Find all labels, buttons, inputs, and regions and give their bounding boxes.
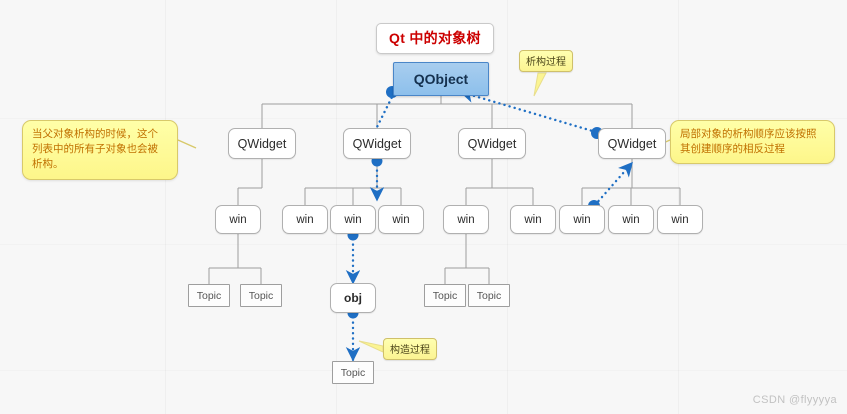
node-win-7[interactable]: win: [559, 205, 605, 234]
node-topic-5[interactable]: Topic: [332, 361, 374, 384]
node-qobject[interactable]: QObject: [393, 62, 489, 96]
page-title: Qt 中的对象树: [376, 23, 494, 54]
node-topic-3[interactable]: Topic: [424, 284, 466, 307]
node-win-5[interactable]: win: [443, 205, 489, 234]
node-win-1[interactable]: win: [215, 205, 261, 234]
node-obj[interactable]: obj: [330, 283, 376, 313]
note-local-destruct-order: 局部对象的析构顺序应该按照其创建顺序的相反过程: [670, 120, 835, 165]
node-win-9[interactable]: win: [657, 205, 703, 234]
watermark: CSDN @flyyyya: [752, 394, 837, 406]
tag-construct-process: 构造过程: [383, 338, 437, 360]
node-win-6[interactable]: win: [510, 205, 556, 234]
node-topic-4[interactable]: Topic: [468, 284, 510, 307]
node-topic-2[interactable]: Topic: [240, 284, 282, 307]
node-win-4[interactable]: win: [378, 205, 424, 234]
node-qwidget-4[interactable]: QWidget: [598, 128, 666, 159]
node-win-8[interactable]: win: [608, 205, 654, 234]
node-qwidget-2[interactable]: QWidget: [343, 128, 411, 159]
node-topic-1[interactable]: Topic: [188, 284, 230, 307]
note-parent-destruct: 当父对象析构的时候，这个列表中的所有子对象也会被析构。: [22, 120, 178, 180]
node-win-3[interactable]: win: [330, 205, 376, 234]
node-win-2[interactable]: win: [282, 205, 328, 234]
node-qwidget-1[interactable]: QWidget: [228, 128, 296, 159]
node-qwidget-3[interactable]: QWidget: [458, 128, 526, 159]
tag-destruct-process: 析构过程: [519, 50, 573, 72]
